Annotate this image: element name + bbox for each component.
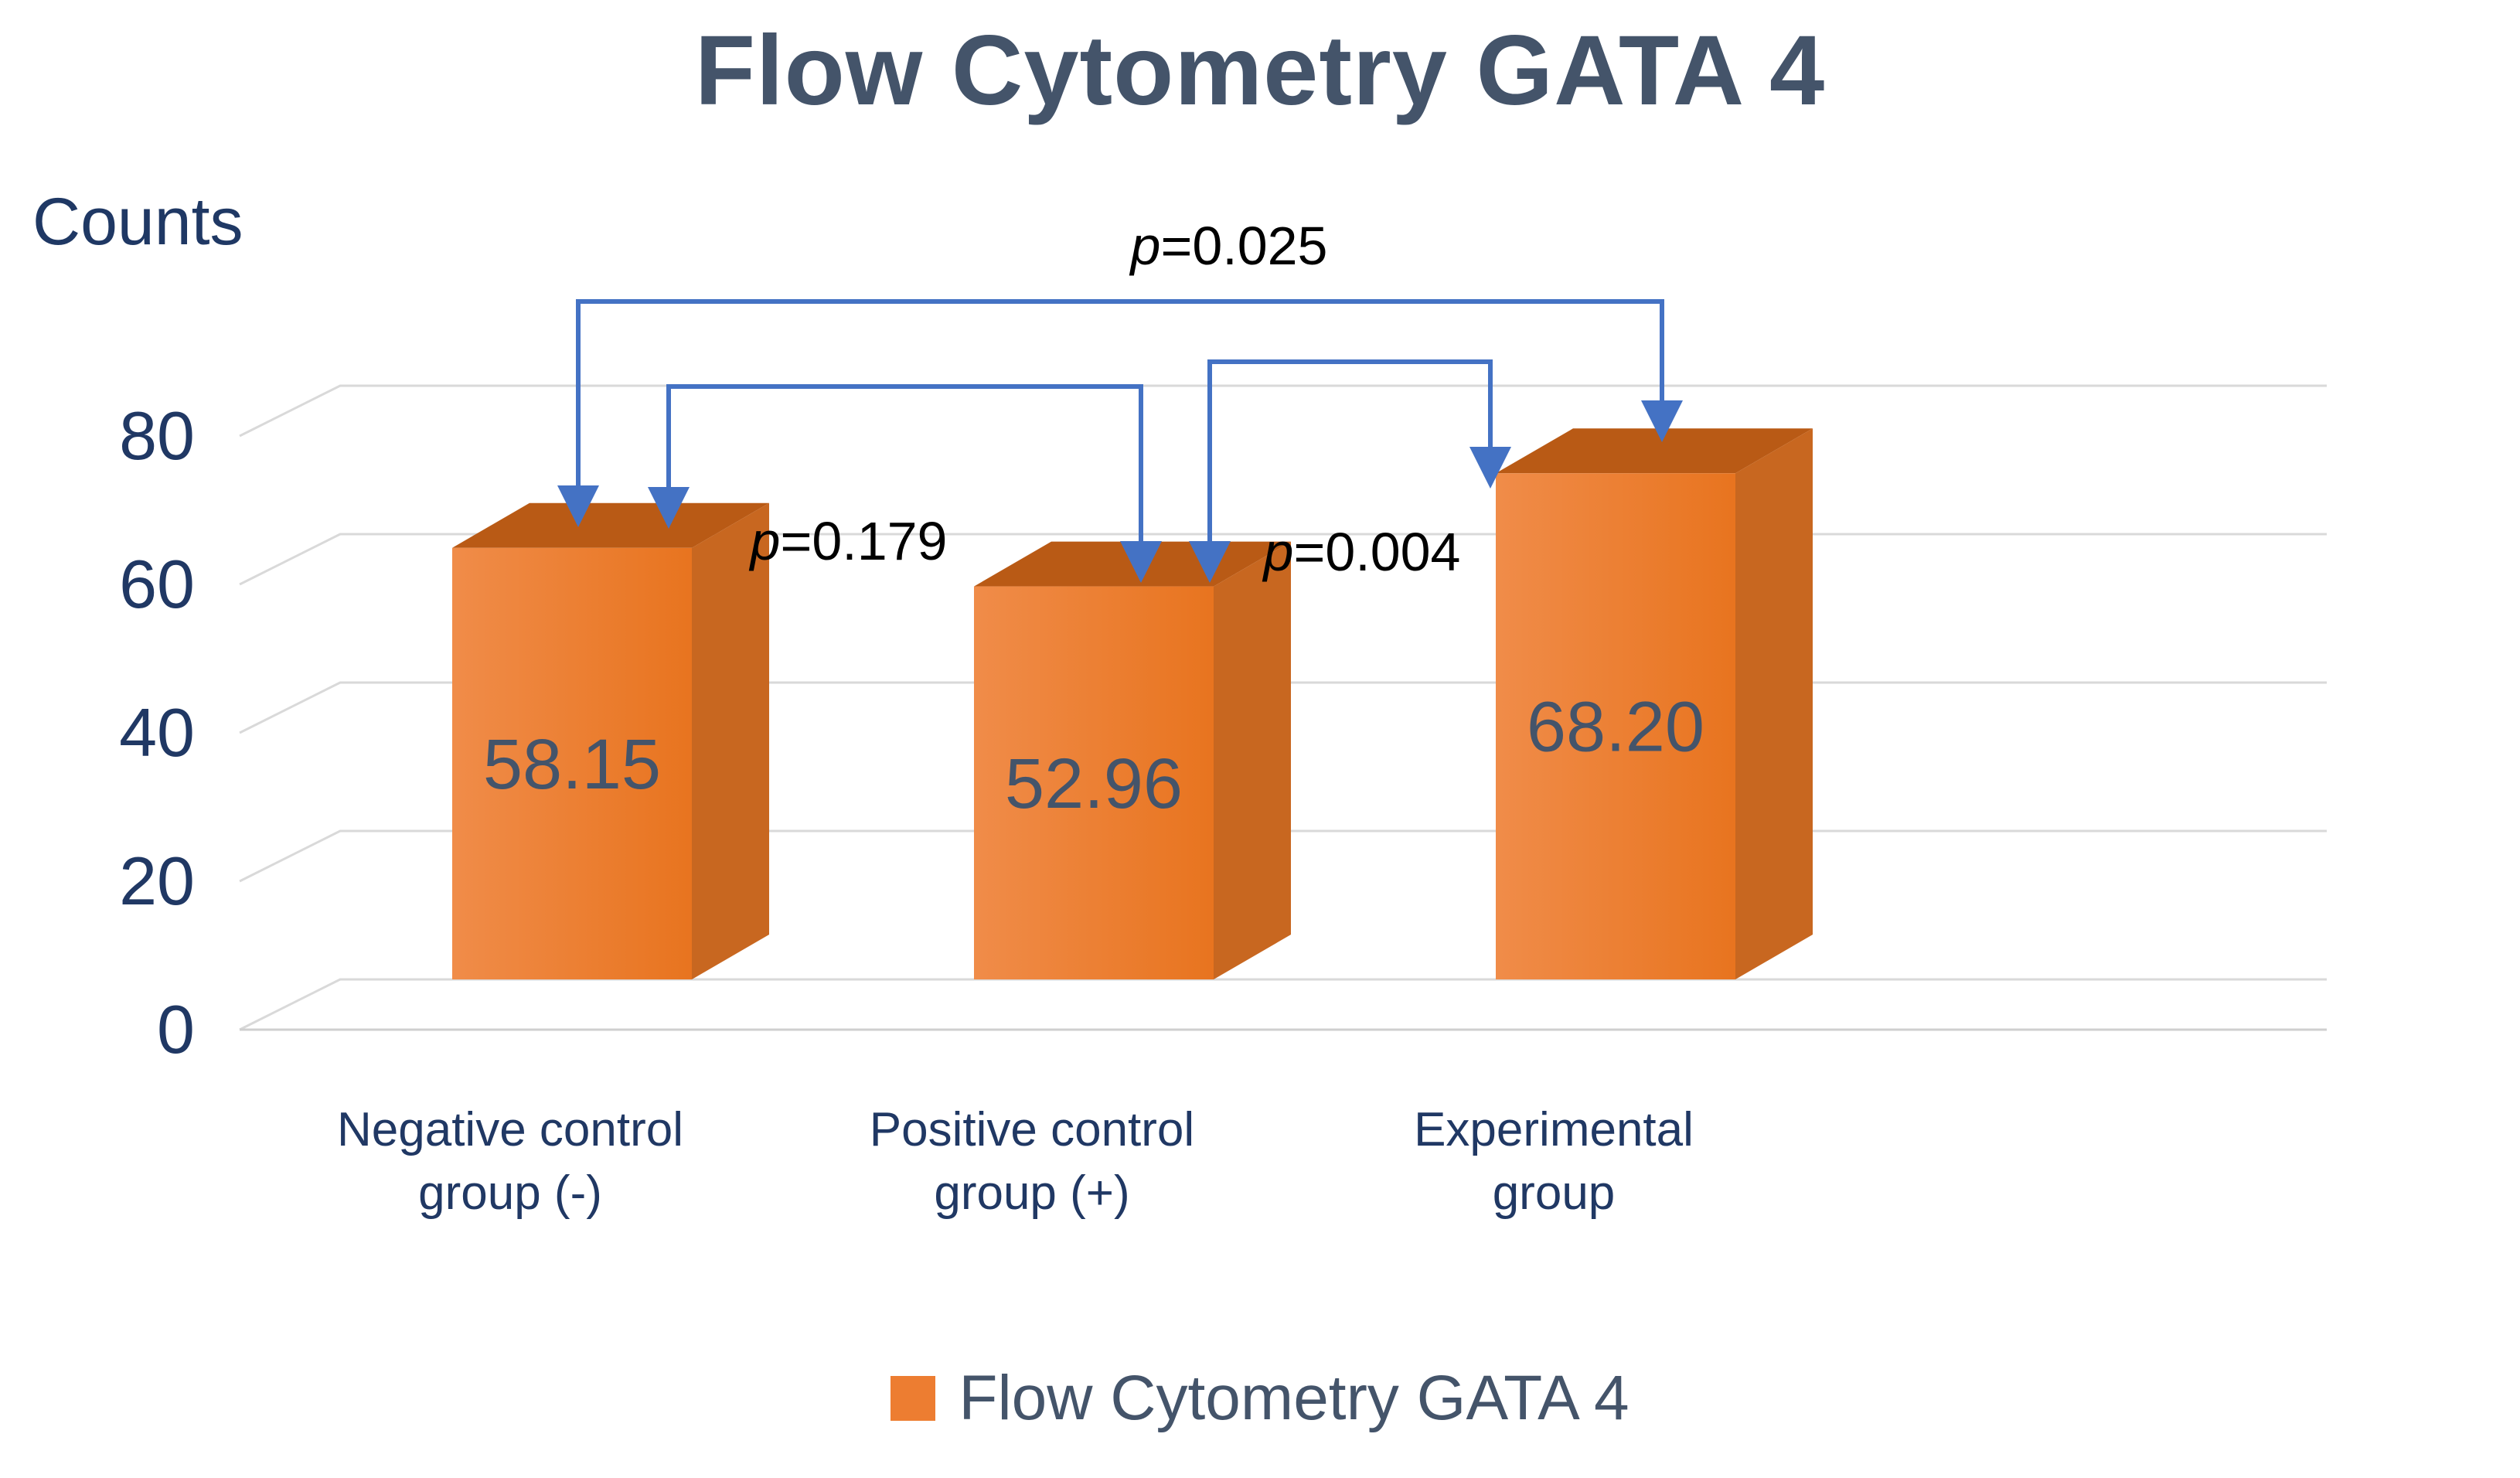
significance-bracket-1: p=0.004 (1189, 359, 1511, 583)
legend-color-swatch (891, 1376, 936, 1421)
down-arrowhead-icon (1120, 541, 1162, 583)
significance-bracket-2: p=0.025 (557, 216, 1683, 527)
y-tick-label-60: 60 (119, 546, 195, 622)
bar-experimental-side-face (1735, 428, 1813, 979)
down-arrowhead-icon (648, 487, 690, 529)
y-tick-label-20: 20 (119, 843, 195, 919)
y-axis-title: Counts (32, 185, 243, 259)
down-arrowhead-icon (1189, 541, 1231, 583)
down-arrowhead-icon (1641, 400, 1683, 442)
bracket-line (576, 299, 1664, 485)
bar-negative-control-side-face (692, 502, 769, 979)
bar-experimental: 68.20 (1496, 428, 1813, 979)
bar-negative-control: 58.15 (452, 502, 769, 979)
bar-negative-control-value-label: 58.15 (483, 725, 661, 804)
y-tick-label-0: 0 (157, 991, 195, 1068)
p-value-label-1: p=0.004 (1262, 522, 1461, 582)
p-value-label-2: p=0.025 (1129, 216, 1328, 276)
bar-experimental-value-label: 68.20 (1527, 688, 1704, 767)
gridline-80 (239, 384, 2327, 438)
bracket-line (666, 384, 1143, 541)
bar-negative-control-top-face (452, 502, 769, 548)
chart-legend: Flow Cytometry GATA 4 (0, 1362, 2520, 1435)
bar-positive-control-side-face (1214, 541, 1291, 979)
chart-title: Flow Cytometry GATA 4 (694, 15, 1826, 126)
down-arrowhead-icon (557, 485, 599, 527)
bar-experimental-front-face (1496, 473, 1735, 979)
bracket-line (1207, 359, 1493, 541)
legend-label: Flow Cytometry GATA 4 (959, 1363, 1629, 1433)
bar-positive-control: 52.96 (974, 541, 1291, 979)
down-arrowhead-icon (1469, 447, 1511, 489)
bar-positive-control-value-label: 52.96 (1005, 744, 1183, 823)
bar-positive-control-front-face (974, 586, 1214, 979)
bar-experimental-top-face (1496, 428, 1813, 474)
p-value-label-0: p=0.179 (749, 511, 948, 571)
y-tick-label-80: 80 (119, 397, 195, 474)
y-tick-label-40: 40 (119, 694, 195, 771)
gridline-0 (239, 978, 2327, 1031)
significance-bracket-0: p=0.179 (648, 384, 1162, 583)
bar-negative-control-front-face (452, 547, 692, 979)
